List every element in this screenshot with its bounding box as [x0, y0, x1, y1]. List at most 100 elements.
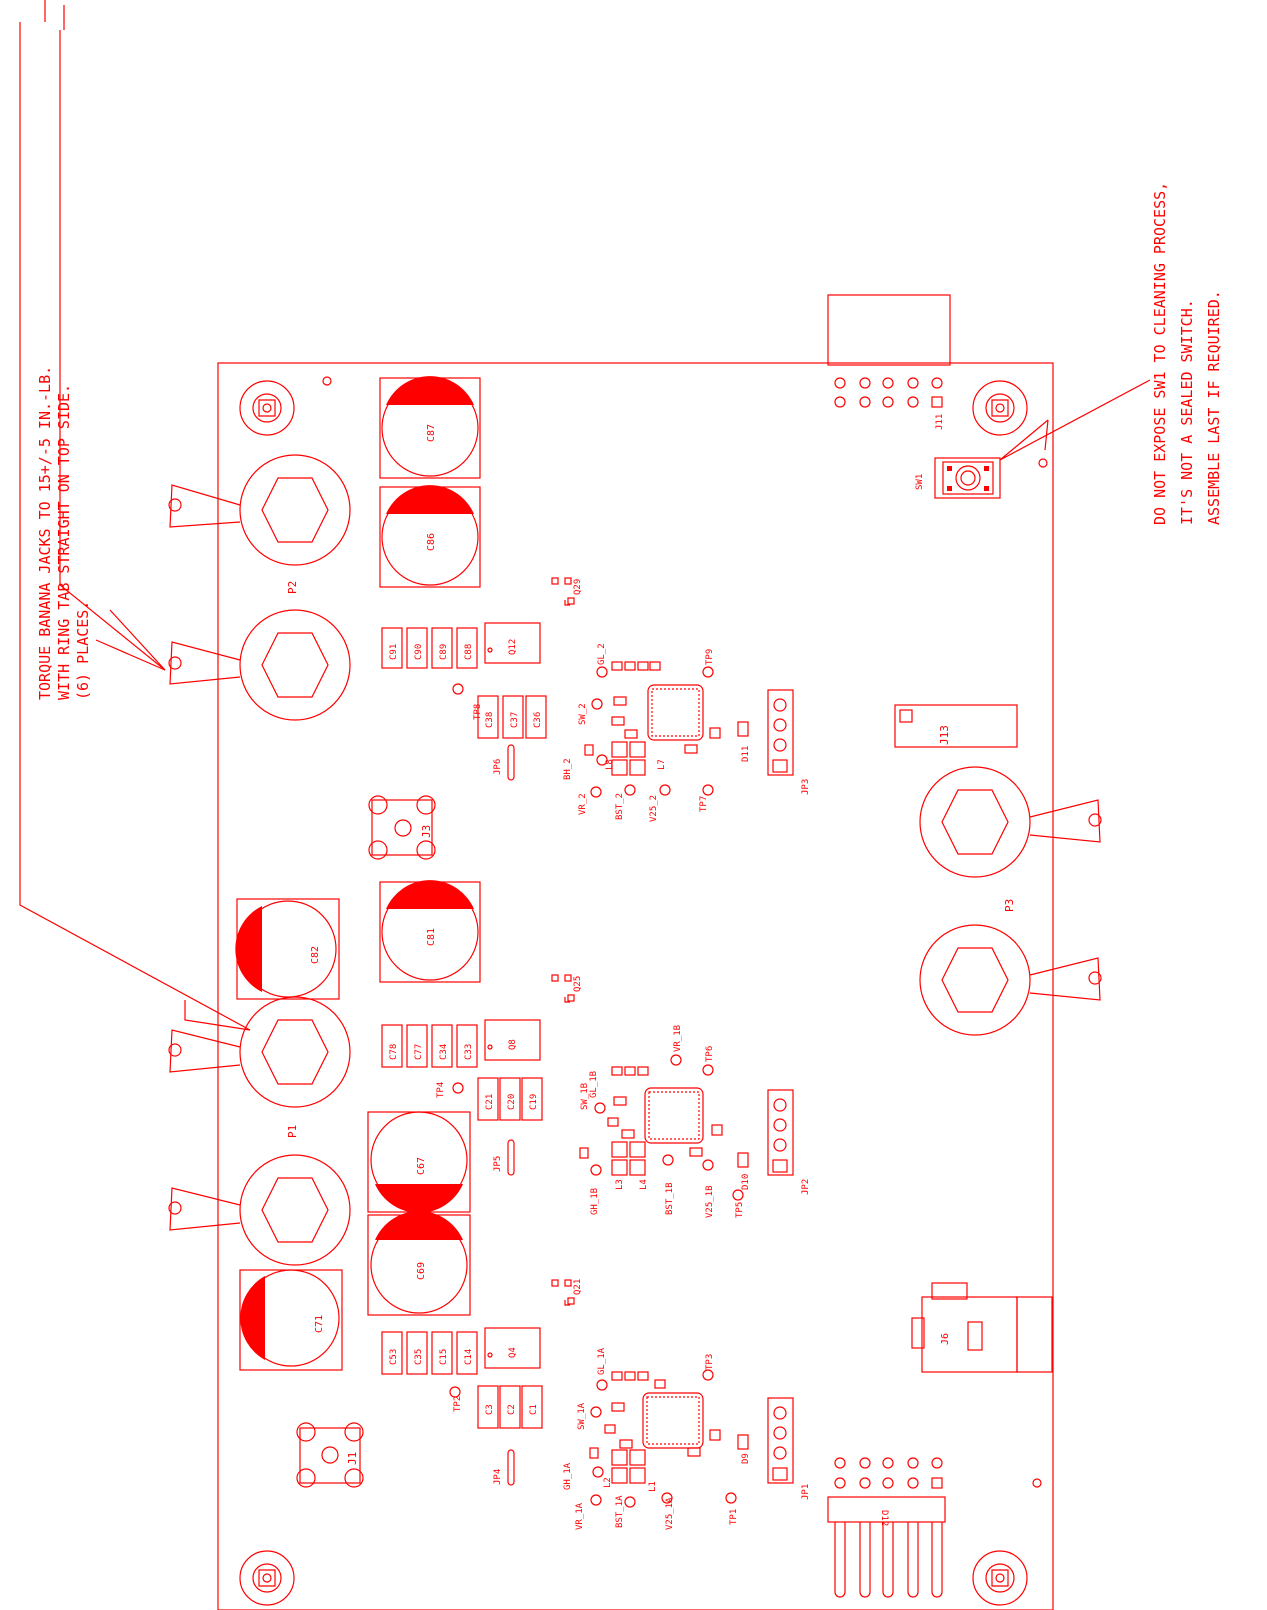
connector-j6: J6 — [911, 1282, 1053, 1373]
svg-text:BH_2: BH_2 — [563, 758, 573, 780]
connector-j1: J1 — [296, 1422, 364, 1488]
svg-text:Q8: Q8 — [508, 1039, 518, 1050]
c82-label: C82 — [310, 946, 321, 964]
transistor-q12: Q12 — [484, 622, 541, 664]
p2-label: P2 — [286, 581, 299, 594]
svg-text:C89: C89 — [439, 644, 449, 660]
capacitor-c86: C86 — [379, 485, 481, 588]
svg-text:BST_1A: BST_1A — [615, 1495, 625, 1528]
svg-text:L3: L3 — [615, 1179, 625, 1190]
svg-text:C19: C19 — [529, 1094, 539, 1110]
svg-text:C3: C3 — [485, 1404, 495, 1415]
svg-text:Q12: Q12 — [508, 639, 518, 655]
svg-text:J13: J13 — [938, 725, 951, 745]
capacitor-c82: C82 — [235, 898, 340, 1000]
svg-text:D12: D12 — [879, 1510, 889, 1526]
svg-text:TP6: TP6 — [705, 1046, 715, 1062]
svg-text:GH_1B: GH_1B — [590, 1188, 600, 1215]
c86-label: C86 — [426, 533, 437, 551]
svg-text:C33: C33 — [464, 1044, 474, 1060]
transistor-q8: Q8 — [484, 1019, 541, 1061]
torque-note-line-3: (6) PLACES. — [74, 601, 92, 700]
svg-text:C78: C78 — [389, 1044, 399, 1060]
capacitor-c87: C87 — [379, 376, 481, 479]
svg-text:VR_2: VR_2 — [578, 793, 588, 815]
transistor-q4: Q4 — [484, 1327, 541, 1369]
capacitor-c67: C67 — [367, 1111, 471, 1213]
svg-text:C15: C15 — [439, 1349, 449, 1365]
svg-text:J6: J6 — [940, 1333, 951, 1345]
header-d12: D12 — [827, 1457, 946, 1598]
svg-text:C35: C35 — [414, 1349, 424, 1365]
svg-text:VR_1A: VR_1A — [575, 1502, 585, 1530]
svg-text:C38: C38 — [485, 712, 495, 728]
svg-text:C36: C36 — [533, 712, 543, 728]
svg-text:C34: C34 — [439, 1044, 449, 1060]
svg-text:GL_1A: GL_1A — [597, 1347, 607, 1375]
switch-sw1: SW1 — [915, 457, 1001, 499]
connector-j11: J11 — [827, 294, 951, 430]
svg-text:JP2: JP2 — [801, 1179, 811, 1195]
jumper-jp5: JP5 — [493, 1139, 515, 1176]
mounting-hole — [239, 1550, 295, 1606]
torque-note: TORQUE BANANA JACKS TO 15+/-5 IN.-LB. WI… — [19, 0, 251, 1031]
switch-note-line-1: DO NOT EXPOSE SW1 TO CLEANING PROCESS, — [1151, 182, 1169, 525]
cap-group-p1: C78 C77 C34 C33 C21 C20 C19 — [381, 1024, 543, 1121]
jumper-jp4: JP4 — [493, 1449, 515, 1486]
svg-text:V25_1A: V25_1A — [665, 1497, 675, 1530]
svg-text:L4: L4 — [639, 1179, 649, 1190]
torque-note-line-1: TORQUE BANANA JACKS TO 15+/-5 IN.-LB. — [36, 366, 54, 700]
mounting-hole — [972, 1550, 1028, 1606]
svg-text:L7: L7 — [657, 759, 667, 770]
svg-text:GH_1A: GH_1A — [563, 1462, 573, 1490]
svg-text:JP3: JP3 — [801, 779, 811, 795]
svg-text:GL_2: GL_2 — [597, 643, 607, 665]
jumper-jp6: JP6 — [493, 744, 515, 781]
svg-text:TP7: TP7 — [699, 796, 709, 812]
svg-text:JP1: JP1 — [801, 1484, 811, 1500]
c71-label: C71 — [314, 1315, 325, 1333]
capacitor-c71: C71 — [239, 1269, 343, 1371]
svg-text:GL_1B: GL_1B — [589, 1071, 599, 1098]
tp8-pad — [452, 683, 464, 695]
svg-text:C53: C53 — [389, 1349, 399, 1365]
connector-j13: J13 — [894, 704, 1018, 748]
svg-text:J3: J3 — [420, 825, 433, 838]
svg-text:JP6: JP6 — [493, 759, 503, 775]
svg-text:D9: D9 — [741, 1453, 751, 1464]
connector-j3: J3 — [368, 795, 436, 860]
cap-group-p0: C53 C35 C15 C14 C3 C2 C1 — [381, 1331, 543, 1429]
svg-text:C90: C90 — [414, 644, 424, 660]
svg-text:Q21: Q21 — [573, 1279, 583, 1295]
svg-text:C91: C91 — [389, 644, 399, 660]
svg-text:V25_1B: V25_1B — [705, 1185, 715, 1218]
banana-jack-p2-a — [168, 454, 351, 566]
svg-text:TP9: TP9 — [705, 649, 715, 665]
svg-text:BST_2: BST_2 — [615, 793, 625, 820]
svg-text:Q29: Q29 — [573, 579, 583, 595]
svg-text:Q25: Q25 — [573, 976, 583, 992]
p3-label: P3 — [1003, 899, 1016, 912]
controller-ch1b: VR_1B TP6 GL_1B SW_1B GH_1B BST_1B V25_1… — [579, 1025, 745, 1218]
c67-label: C67 — [416, 1157, 427, 1175]
svg-text:L2: L2 — [603, 1477, 613, 1488]
svg-text:C20: C20 — [507, 1094, 517, 1110]
header-jp2: JP2 D10 — [737, 1089, 811, 1195]
svg-text:BST_1B: BST_1B — [665, 1182, 675, 1215]
capacitor-c81: C81 — [379, 880, 481, 983]
svg-text:Q4: Q4 — [508, 1347, 518, 1358]
svg-text:D10: D10 — [741, 1174, 751, 1190]
header-jp3: JP3 D11 — [737, 689, 811, 795]
tp4-pad — [452, 1082, 464, 1094]
svg-text:TP1: TP1 — [729, 1509, 739, 1525]
p1-label: P1 — [286, 1125, 299, 1138]
c69-label: C69 — [416, 1262, 427, 1280]
svg-text:L1: L1 — [648, 1481, 658, 1492]
tp2-pad — [449, 1386, 461, 1398]
svg-text:C2: C2 — [507, 1404, 517, 1415]
mounting-hole — [239, 380, 295, 436]
svg-text:C14: C14 — [464, 1349, 474, 1365]
svg-text:SW1: SW1 — [915, 474, 925, 490]
svg-text:TP3: TP3 — [705, 1354, 715, 1370]
